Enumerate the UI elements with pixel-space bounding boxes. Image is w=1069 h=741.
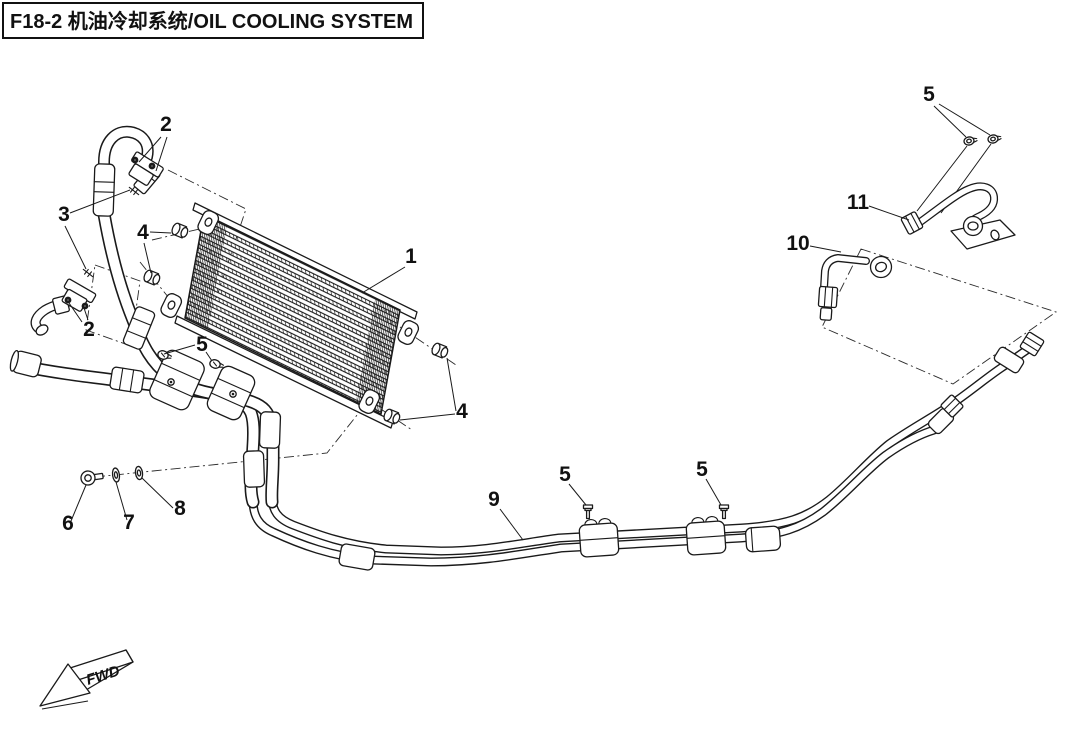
twin-pipe-assembly <box>248 331 1045 567</box>
oil-pipe-11 <box>900 143 1016 250</box>
clamp-screw <box>131 156 139 164</box>
mounting-tab-top-left <box>197 210 220 236</box>
hose-ferrule <box>109 366 145 394</box>
hose-sleeve <box>258 411 282 449</box>
fwd-arrow: FWD <box>39 649 134 710</box>
callout-5: 5 <box>923 83 935 106</box>
grommet <box>171 222 189 239</box>
flange-nut <box>987 134 1002 144</box>
leader-lines <box>64 103 991 541</box>
flange-bolt <box>157 350 173 360</box>
callout-3: 3 <box>58 203 70 226</box>
mounting-tab-bottom <box>358 389 381 415</box>
mount-screw <box>582 504 594 520</box>
u-pipe-cuff <box>92 163 116 217</box>
clamp-screw <box>81 302 89 310</box>
bolt-6 <box>80 470 104 486</box>
pipe-clamp <box>685 516 727 556</box>
clamp-block-front <box>149 349 205 411</box>
callout-5: 5 <box>559 463 571 486</box>
clamp-pin <box>128 186 140 196</box>
callout-8: 8 <box>174 497 186 520</box>
callout-4: 4 <box>137 221 149 244</box>
callout-2: 2 <box>83 318 95 341</box>
clamp-screw <box>148 162 156 170</box>
grommet <box>431 342 449 359</box>
hex-fitting <box>900 211 924 235</box>
mount-screw <box>718 504 730 520</box>
grommet <box>143 269 161 286</box>
flange-nut <box>963 136 978 146</box>
callout-10: 10 <box>786 232 809 255</box>
callout-5: 5 <box>696 458 708 481</box>
callout-6: 6 <box>62 512 74 535</box>
hose-sleeve <box>242 450 266 488</box>
callout-9: 9 <box>488 488 500 511</box>
cooler-core <box>184 212 401 416</box>
nut-8 <box>134 465 144 481</box>
grommet <box>383 408 401 425</box>
flange-bolt <box>209 359 225 369</box>
pipe-clamp <box>578 518 620 558</box>
pipe-tip <box>819 307 833 321</box>
pipe-end-sleeve <box>993 346 1025 374</box>
pipe-ferrule <box>338 543 376 571</box>
mounting-tab-right <box>397 320 420 346</box>
cooler-top-rail <box>192 202 418 320</box>
callout-7: 7 <box>123 511 135 534</box>
hose-clamp-lower <box>61 278 97 312</box>
pipe-sleeve <box>744 525 782 553</box>
callout-5: 5 <box>196 333 208 356</box>
callout-4: 4 <box>456 400 468 423</box>
page-title: F18-2 机油冷却系统/OIL COOLING SYSTEM <box>2 2 425 39</box>
clamp-screw <box>64 296 72 304</box>
hose-clamp-upper <box>128 151 164 186</box>
callouts: 1 2 2 3 4 4 5 5 5 5 6 7 8 9 10 11 <box>58 83 935 535</box>
callout-2: 2 <box>160 113 172 136</box>
callout-11: 11 <box>847 191 870 214</box>
clamp-pin <box>82 268 94 278</box>
oil-pipe-10 <box>817 254 893 321</box>
block-bolt-hole <box>167 378 175 386</box>
callout-1: 1 <box>405 245 417 268</box>
oil-cooler <box>143 202 449 429</box>
hose-ferrule <box>122 306 156 350</box>
j-pipe-cap <box>35 324 49 336</box>
block-bolt-hole <box>229 390 237 398</box>
hose-end-cuff <box>9 349 42 378</box>
pipe-bracket <box>950 219 1016 250</box>
mounting-tab-left <box>160 293 183 319</box>
pipe-end-nut <box>1019 331 1045 357</box>
bracket-hole <box>990 229 1000 241</box>
washer-7 <box>111 467 121 483</box>
lower-oil-hose <box>9 349 261 509</box>
pipe-end-nut <box>940 394 964 418</box>
hex-fitting <box>817 285 839 309</box>
cooler-bottom-rail <box>174 315 394 429</box>
